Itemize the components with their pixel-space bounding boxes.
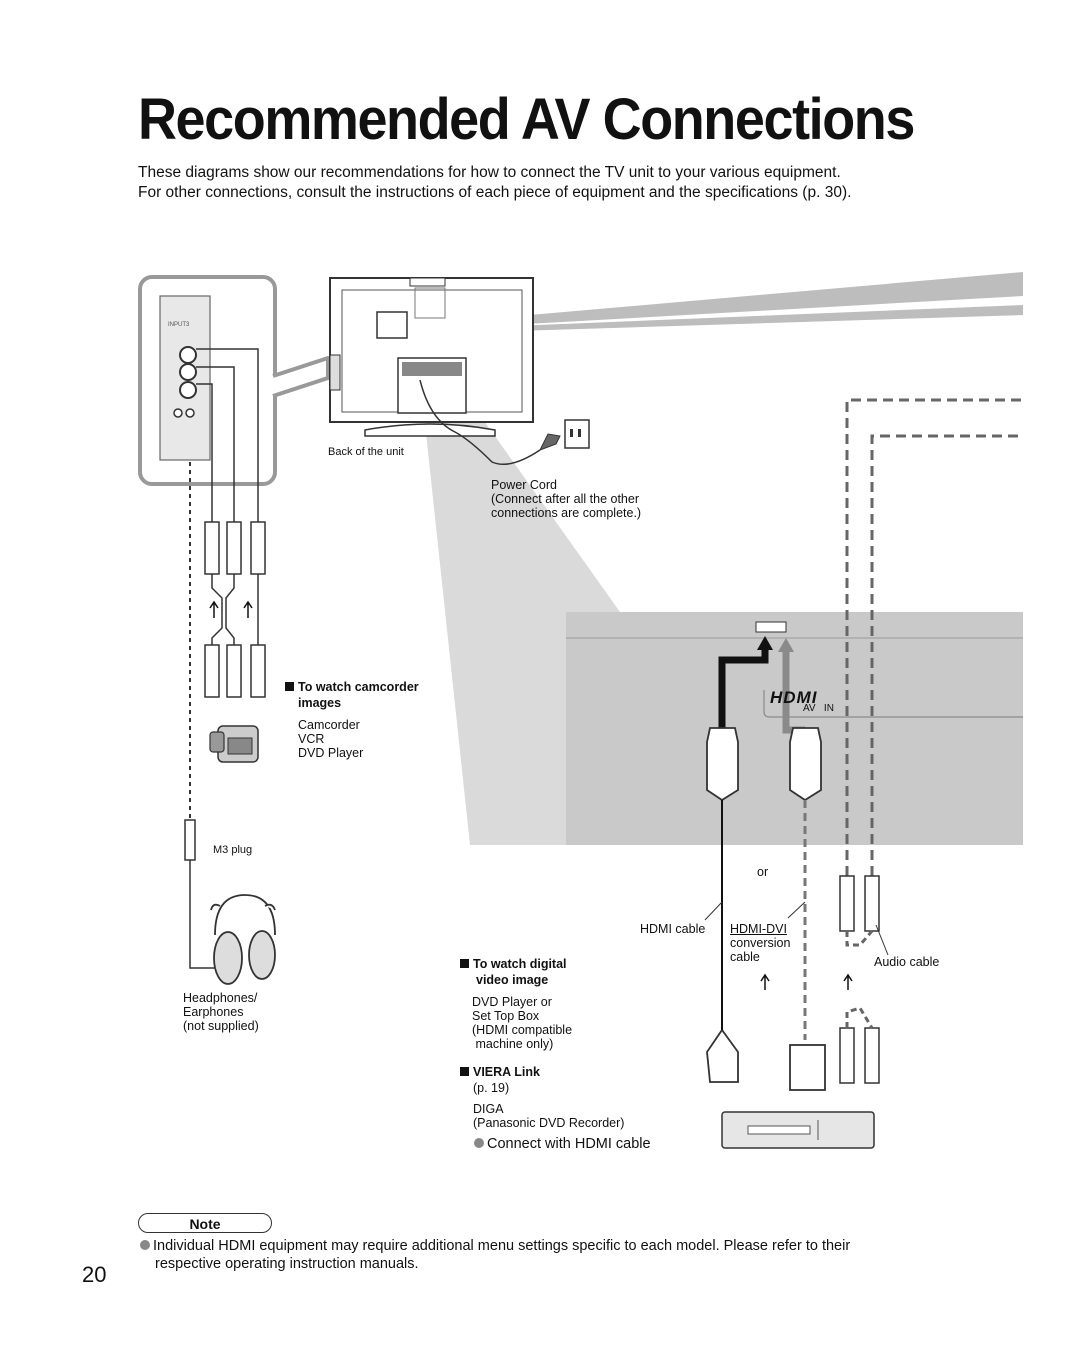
page-title: Recommended AV Connections <box>138 87 915 152</box>
note-line-1: Individual HDMI equipment may require ad… <box>140 1238 850 1254</box>
digital-device-2: Set Top Box <box>472 1009 540 1023</box>
power-note-1: (Connect after all the other <box>491 492 639 506</box>
power-cord-label: Power Cord <box>491 478 557 492</box>
side-panel-label: INPUT3 <box>168 322 190 328</box>
note-label: Note <box>138 1213 272 1233</box>
note-line-2: respective operating instruction manuals… <box>155 1256 419 1272</box>
intro-line-2: For other connections, consult the instr… <box>138 184 852 201</box>
dvi-plug-bottom <box>789 1044 826 1091</box>
hdmi-plug-top <box>706 727 739 802</box>
digital-device-1: DVD Player or <box>472 995 552 1009</box>
viera-ref: (p. 19) <box>473 1081 510 1095</box>
back-of-unit-label: Back of the unit <box>328 446 404 458</box>
wall-outlet <box>564 419 590 449</box>
digital-heading-2: video image <box>476 973 549 987</box>
m3-plug <box>184 819 196 861</box>
viera-link-heading: VIERA Link <box>460 1064 540 1080</box>
hdmi-port-label: AV IN <box>803 703 834 714</box>
tv-back-icon <box>329 277 534 437</box>
or-label: or <box>757 865 769 879</box>
hdmi-dvi-label-3: cable <box>730 950 760 964</box>
audio-cable-label: Audio cable <box>874 955 940 969</box>
hdmi-cable-label: HDMI cable <box>640 922 706 936</box>
headphones-label-2: Earphones <box>183 1005 244 1019</box>
camcorder-icon <box>209 725 259 763</box>
device-camcorder: Camcorder <box>298 718 360 732</box>
hdmi-logo: HDMI <box>770 688 818 707</box>
diga-label: DIGA <box>473 1102 504 1116</box>
hdmi-port <box>755 621 787 633</box>
device-vcr: VCR <box>298 732 325 746</box>
hdmi-dvi-label-2: conversion <box>730 936 791 950</box>
device-dvd-player: DVD Player <box>298 746 364 760</box>
hdmi-plug-bottom <box>706 1028 739 1083</box>
page-number: 20 <box>82 1262 107 1287</box>
digital-device-3: (HDMI compatible <box>472 1023 573 1037</box>
hdmi-dvi-label-1: HDMI-DVI <box>730 922 787 936</box>
connect-hdmi-note: Connect with HDMI cable <box>474 1136 651 1152</box>
m3-plug-label: M3 plug <box>213 844 253 856</box>
intro-line-1: These diagrams show our recommendations … <box>138 164 841 181</box>
headphones-label-1: Headphones/ <box>183 991 258 1005</box>
diga-recorder-icon <box>721 1111 875 1149</box>
digital-heading: To watch digital <box>460 956 567 972</box>
headphones-label-3: (not supplied) <box>183 1019 259 1033</box>
power-note-2: connections are complete.) <box>491 506 642 520</box>
hdmi-dvi-plug-top <box>789 727 822 802</box>
zoom-line-top <box>415 272 1023 330</box>
diga-desc: (Panasonic DVD Recorder) <box>473 1116 625 1130</box>
digital-device-4: machine only) <box>472 1037 554 1051</box>
camcorder-heading-2: images <box>298 696 342 710</box>
zoom-wedge <box>415 330 620 845</box>
camcorder-heading: To watch camcorder <box>285 679 419 695</box>
headphones-icon <box>210 894 276 985</box>
